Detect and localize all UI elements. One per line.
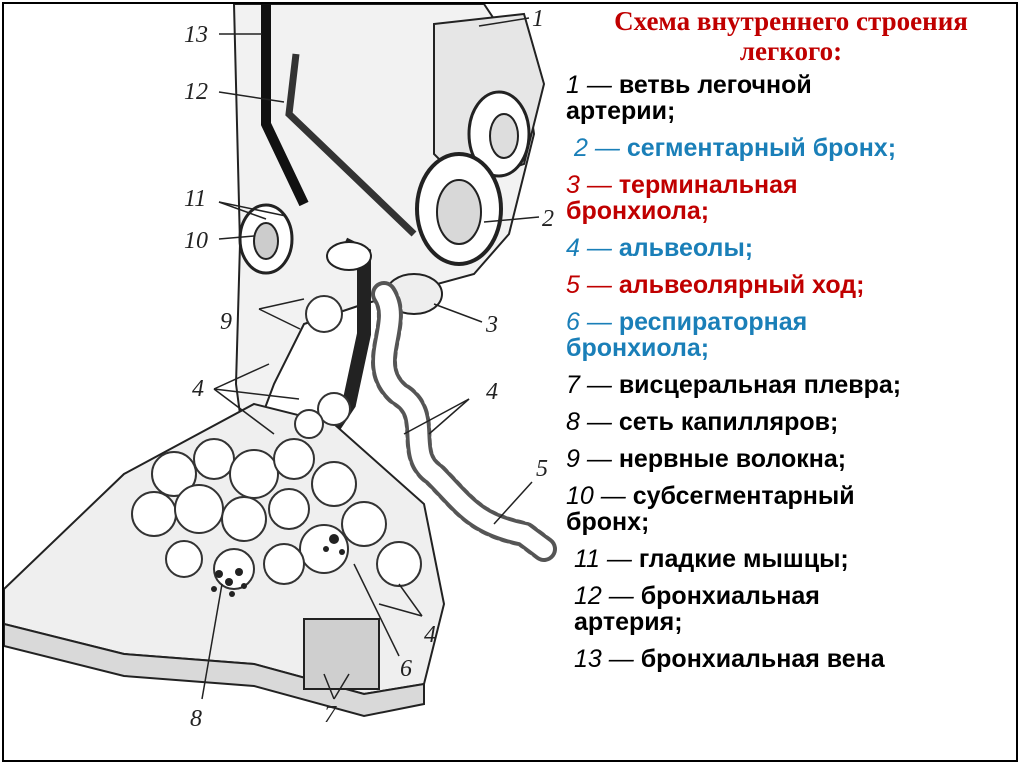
legend-item-text: альвеолярный ход; — [618, 271, 865, 299]
bronchial-vein — [261, 4, 309, 207]
legend-item-text: альвеолы; — [618, 234, 754, 262]
label-12: 12 — [184, 79, 208, 105]
legend-item-number: 3 — [566, 171, 580, 199]
legend-item-number: 10 — [566, 482, 594, 510]
legend-item-2: 2 — сегментарный бронх; — [566, 135, 1016, 161]
legend-item-5: 5 — альвеолярный ход; — [566, 272, 1016, 298]
legend-item-number: 12 — [574, 582, 602, 610]
label-1: 1 — [532, 6, 544, 32]
legend-item-4: 4 — альвеолы; — [566, 235, 1016, 261]
legend-item-text: терминальная бронхиола; — [566, 171, 798, 225]
bronchial-artery — [285, 53, 417, 237]
legend-item-separator: — — [586, 271, 612, 299]
legend-item-text: бронхиальная вена — [640, 645, 885, 673]
legend-item-text: респираторная бронхиола; — [566, 308, 808, 362]
legend-item-text: бронхиальная артерия; — [574, 582, 820, 636]
legend-title: Схема внутреннего строения легкого: — [614, 6, 968, 66]
label-10: 10 — [184, 228, 208, 254]
legend-item-separator: — — [600, 482, 626, 510]
capillary-network — [211, 534, 345, 597]
label-7: 7 — [324, 702, 337, 728]
legend-item-number: 11 — [574, 545, 600, 573]
label-11: 11 — [184, 186, 206, 212]
legend-item-text: субсегментарный бронх; — [566, 482, 855, 536]
legend-item-11: 11 — гладкие мышцы; — [566, 546, 1016, 572]
legend-item-number: 4 — [566, 234, 580, 262]
label-4-left: 4 — [192, 376, 204, 402]
legend-item-text: сегментарный бронх; — [626, 134, 897, 162]
legend-item-separator: — — [608, 582, 634, 610]
legend-item-8: 8 — сеть капилляров; — [566, 409, 1016, 435]
lung-structure-illustration: 1 2 3 4 5 4 6 7 8 9 4 10 11 12 13 — [4, 4, 560, 760]
legend-item-separator: — — [586, 71, 612, 99]
legend-item-1: 1 — ветвь легочной артерии; — [566, 72, 1016, 124]
legend-item-separator: — — [606, 545, 632, 573]
label-2: 2 — [542, 206, 554, 232]
legend-item-separator: — — [586, 308, 612, 336]
legend-item-9: 9 — нервные волокна; — [566, 446, 1016, 472]
legend-item-13: 13 — бронхиальная вена — [566, 646, 1016, 672]
label-9: 9 — [220, 309, 232, 335]
legend-item-number: 8 — [566, 408, 580, 436]
legend-item-3: 3 — терминальная бронхиола; — [566, 172, 1016, 224]
leader-lines — [201, 17, 540, 700]
legend-item-number: 7 — [566, 371, 580, 399]
alveoli-clusters — [131, 295, 422, 590]
legend-item-text: висцеральная плевра; — [618, 371, 902, 399]
legend-item-separator: — — [586, 408, 612, 436]
legend-item-separator: — — [586, 234, 612, 262]
legend-item-separator: — — [608, 645, 634, 673]
legend-item-number: 2 — [574, 134, 588, 162]
legend-list: 1 — ветвь легочной артерии; 2 — сегментар… — [566, 72, 1016, 672]
legend-item-number: 1 — [566, 71, 580, 99]
label-4-bottom: 4 — [424, 622, 436, 648]
legend-item-separator: — — [586, 445, 612, 473]
label-8: 8 — [190, 706, 202, 732]
legend-item-number: 6 — [566, 308, 580, 336]
legend-item-text: гладкие мышцы; — [638, 545, 849, 573]
legend-item-separator: — — [586, 371, 612, 399]
label-13: 13 — [184, 22, 208, 48]
legend-item-text: сеть капилляров; — [618, 408, 839, 436]
label-3: 3 — [485, 312, 498, 338]
legend-item-text: ветвь легочной артерии; — [566, 71, 812, 125]
legend-item-number: 9 — [566, 445, 580, 473]
legend-item-10: 10 — субсегментарный бронх; — [566, 483, 1016, 535]
legend-item-number: 13 — [574, 645, 602, 673]
legend-item-6: 6 — респираторная бронхиола; — [566, 309, 1016, 361]
legend-panel: Схема внутреннего строения легкого: 1 — … — [566, 6, 1016, 762]
legend-item-12: 12 — бронхиальная артерия; — [566, 583, 1016, 635]
legend-item-number: 5 — [566, 271, 580, 299]
label-4-right: 4 — [486, 379, 498, 405]
legend-item-text: нервные волокна; — [618, 445, 847, 473]
legend-item-separator: — — [594, 134, 620, 162]
label-5: 5 — [536, 456, 548, 482]
legend-item-separator: — — [586, 171, 612, 199]
pleura-hatched-block — [303, 618, 380, 690]
legend-item-7: 7 — висцеральная плевра; — [566, 372, 1016, 398]
lung-diagram-svg: 1 2 3 4 5 4 6 7 8 9 4 10 11 12 13 — [4, 4, 557, 732]
label-6: 6 — [400, 656, 412, 682]
visceral-pleura-edge — [4, 622, 425, 718]
